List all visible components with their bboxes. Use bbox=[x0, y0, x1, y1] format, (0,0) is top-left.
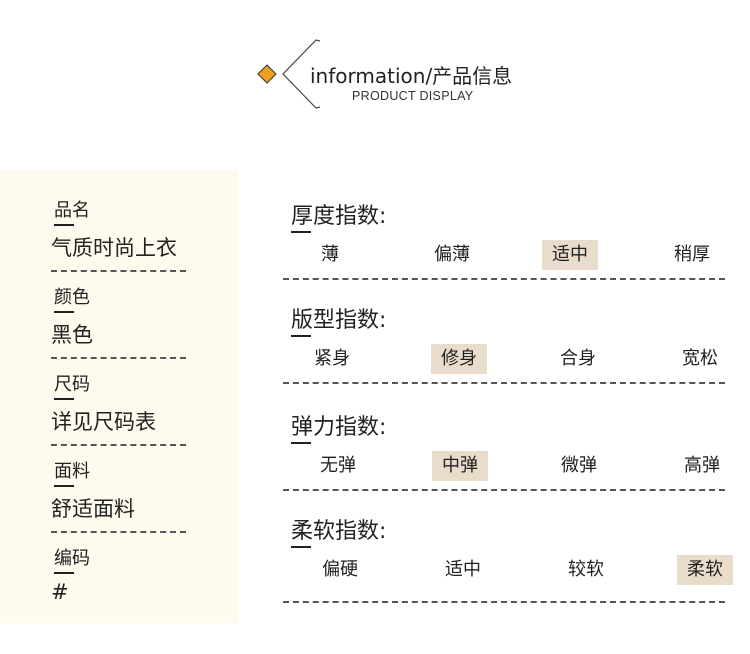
field-label: 面料 bbox=[54, 461, 90, 482]
option-loose: 宽松 bbox=[682, 348, 718, 369]
index-options: 薄 偏薄 适中 稍厚 bbox=[285, 240, 725, 274]
fit-index: 版型指数: 紧身 修身 合身 宽松 bbox=[283, 302, 725, 407]
header-subtitle: PRODUCT DISPLAY bbox=[352, 89, 474, 103]
option-stiff: 偏硬 bbox=[322, 559, 358, 580]
dashed-divider bbox=[51, 444, 186, 446]
field-value: 气质时尚上衣 bbox=[51, 236, 177, 260]
header-title-en: information bbox=[310, 64, 426, 88]
field-value: 黑色 bbox=[51, 323, 93, 347]
field-label: 品名 bbox=[54, 200, 90, 221]
option-slightly-thick: 稍厚 bbox=[674, 244, 710, 265]
option-regular: 合身 bbox=[560, 348, 596, 369]
dashed-divider bbox=[51, 531, 186, 533]
thickness-index: 厚度指数: 薄 偏薄 适中 稍厚 bbox=[283, 198, 725, 303]
softness-index: 柔软指数: 偏硬 适中 较软 柔软 bbox=[283, 513, 733, 618]
dashed-divider bbox=[51, 270, 186, 272]
dashed-divider bbox=[51, 357, 186, 359]
option-soft: 柔软 bbox=[677, 555, 733, 585]
elasticity-index: 弹力指数: 无弹 中弹 微弹 高弹 bbox=[283, 409, 725, 514]
dashed-divider bbox=[283, 278, 725, 280]
option-moderate: 适中 bbox=[445, 559, 481, 580]
index-title: 版型指数: bbox=[291, 308, 387, 333]
index-title: 柔软指数: bbox=[291, 519, 387, 544]
field-label: 编码 bbox=[54, 548, 90, 569]
field-value: 详见尺码表 bbox=[51, 410, 156, 434]
field-label: 颜色 bbox=[54, 287, 90, 308]
dashed-divider bbox=[283, 601, 725, 603]
title-underline bbox=[291, 335, 311, 337]
label-underline bbox=[54, 224, 74, 226]
index-options: 偏硬 适中 较软 柔软 bbox=[285, 555, 733, 589]
option-slight-stretch: 微弹 bbox=[561, 455, 597, 476]
option-tight: 紧身 bbox=[314, 348, 350, 369]
dashed-divider bbox=[283, 489, 725, 491]
field-value: 舒适面料 bbox=[51, 497, 135, 521]
option-high-stretch: 高弹 bbox=[684, 455, 720, 476]
option-no-stretch: 无弹 bbox=[320, 455, 356, 476]
option-medium-stretch: 中弹 bbox=[432, 451, 488, 481]
option-slim: 修身 bbox=[431, 344, 487, 374]
title-underline bbox=[291, 442, 311, 444]
header-title-cn: /产品信息 bbox=[425, 64, 513, 88]
product-info-panel: 品名 气质时尚上衣 颜色 黑色 尺码 详见尺码表 面料 舒适面料 编码 # bbox=[0, 170, 238, 623]
field-label: 尺码 bbox=[54, 374, 90, 395]
option-thin: 薄 bbox=[321, 244, 339, 265]
field-value: # bbox=[51, 580, 69, 604]
title-underline bbox=[291, 231, 311, 233]
label-underline bbox=[54, 398, 74, 400]
option-fairly-soft: 较软 bbox=[568, 559, 604, 580]
index-options: 无弹 中弹 微弹 高弹 bbox=[285, 451, 725, 485]
section-header: information/产品信息 PRODUCT DISPLAY bbox=[0, 0, 750, 130]
dashed-divider bbox=[283, 382, 725, 384]
label-underline bbox=[54, 311, 74, 313]
header-title: information/产品信息 bbox=[310, 60, 512, 89]
option-slightly-thin: 偏薄 bbox=[434, 244, 470, 265]
title-underline bbox=[291, 546, 311, 548]
index-title: 弹力指数: bbox=[291, 415, 387, 440]
index-title: 厚度指数: bbox=[291, 204, 387, 229]
index-options: 紧身 修身 合身 宽松 bbox=[285, 344, 725, 378]
label-underline bbox=[54, 485, 74, 487]
label-underline bbox=[54, 572, 74, 574]
diamond-ornament-icon bbox=[257, 39, 320, 109]
option-medium: 适中 bbox=[542, 240, 598, 270]
